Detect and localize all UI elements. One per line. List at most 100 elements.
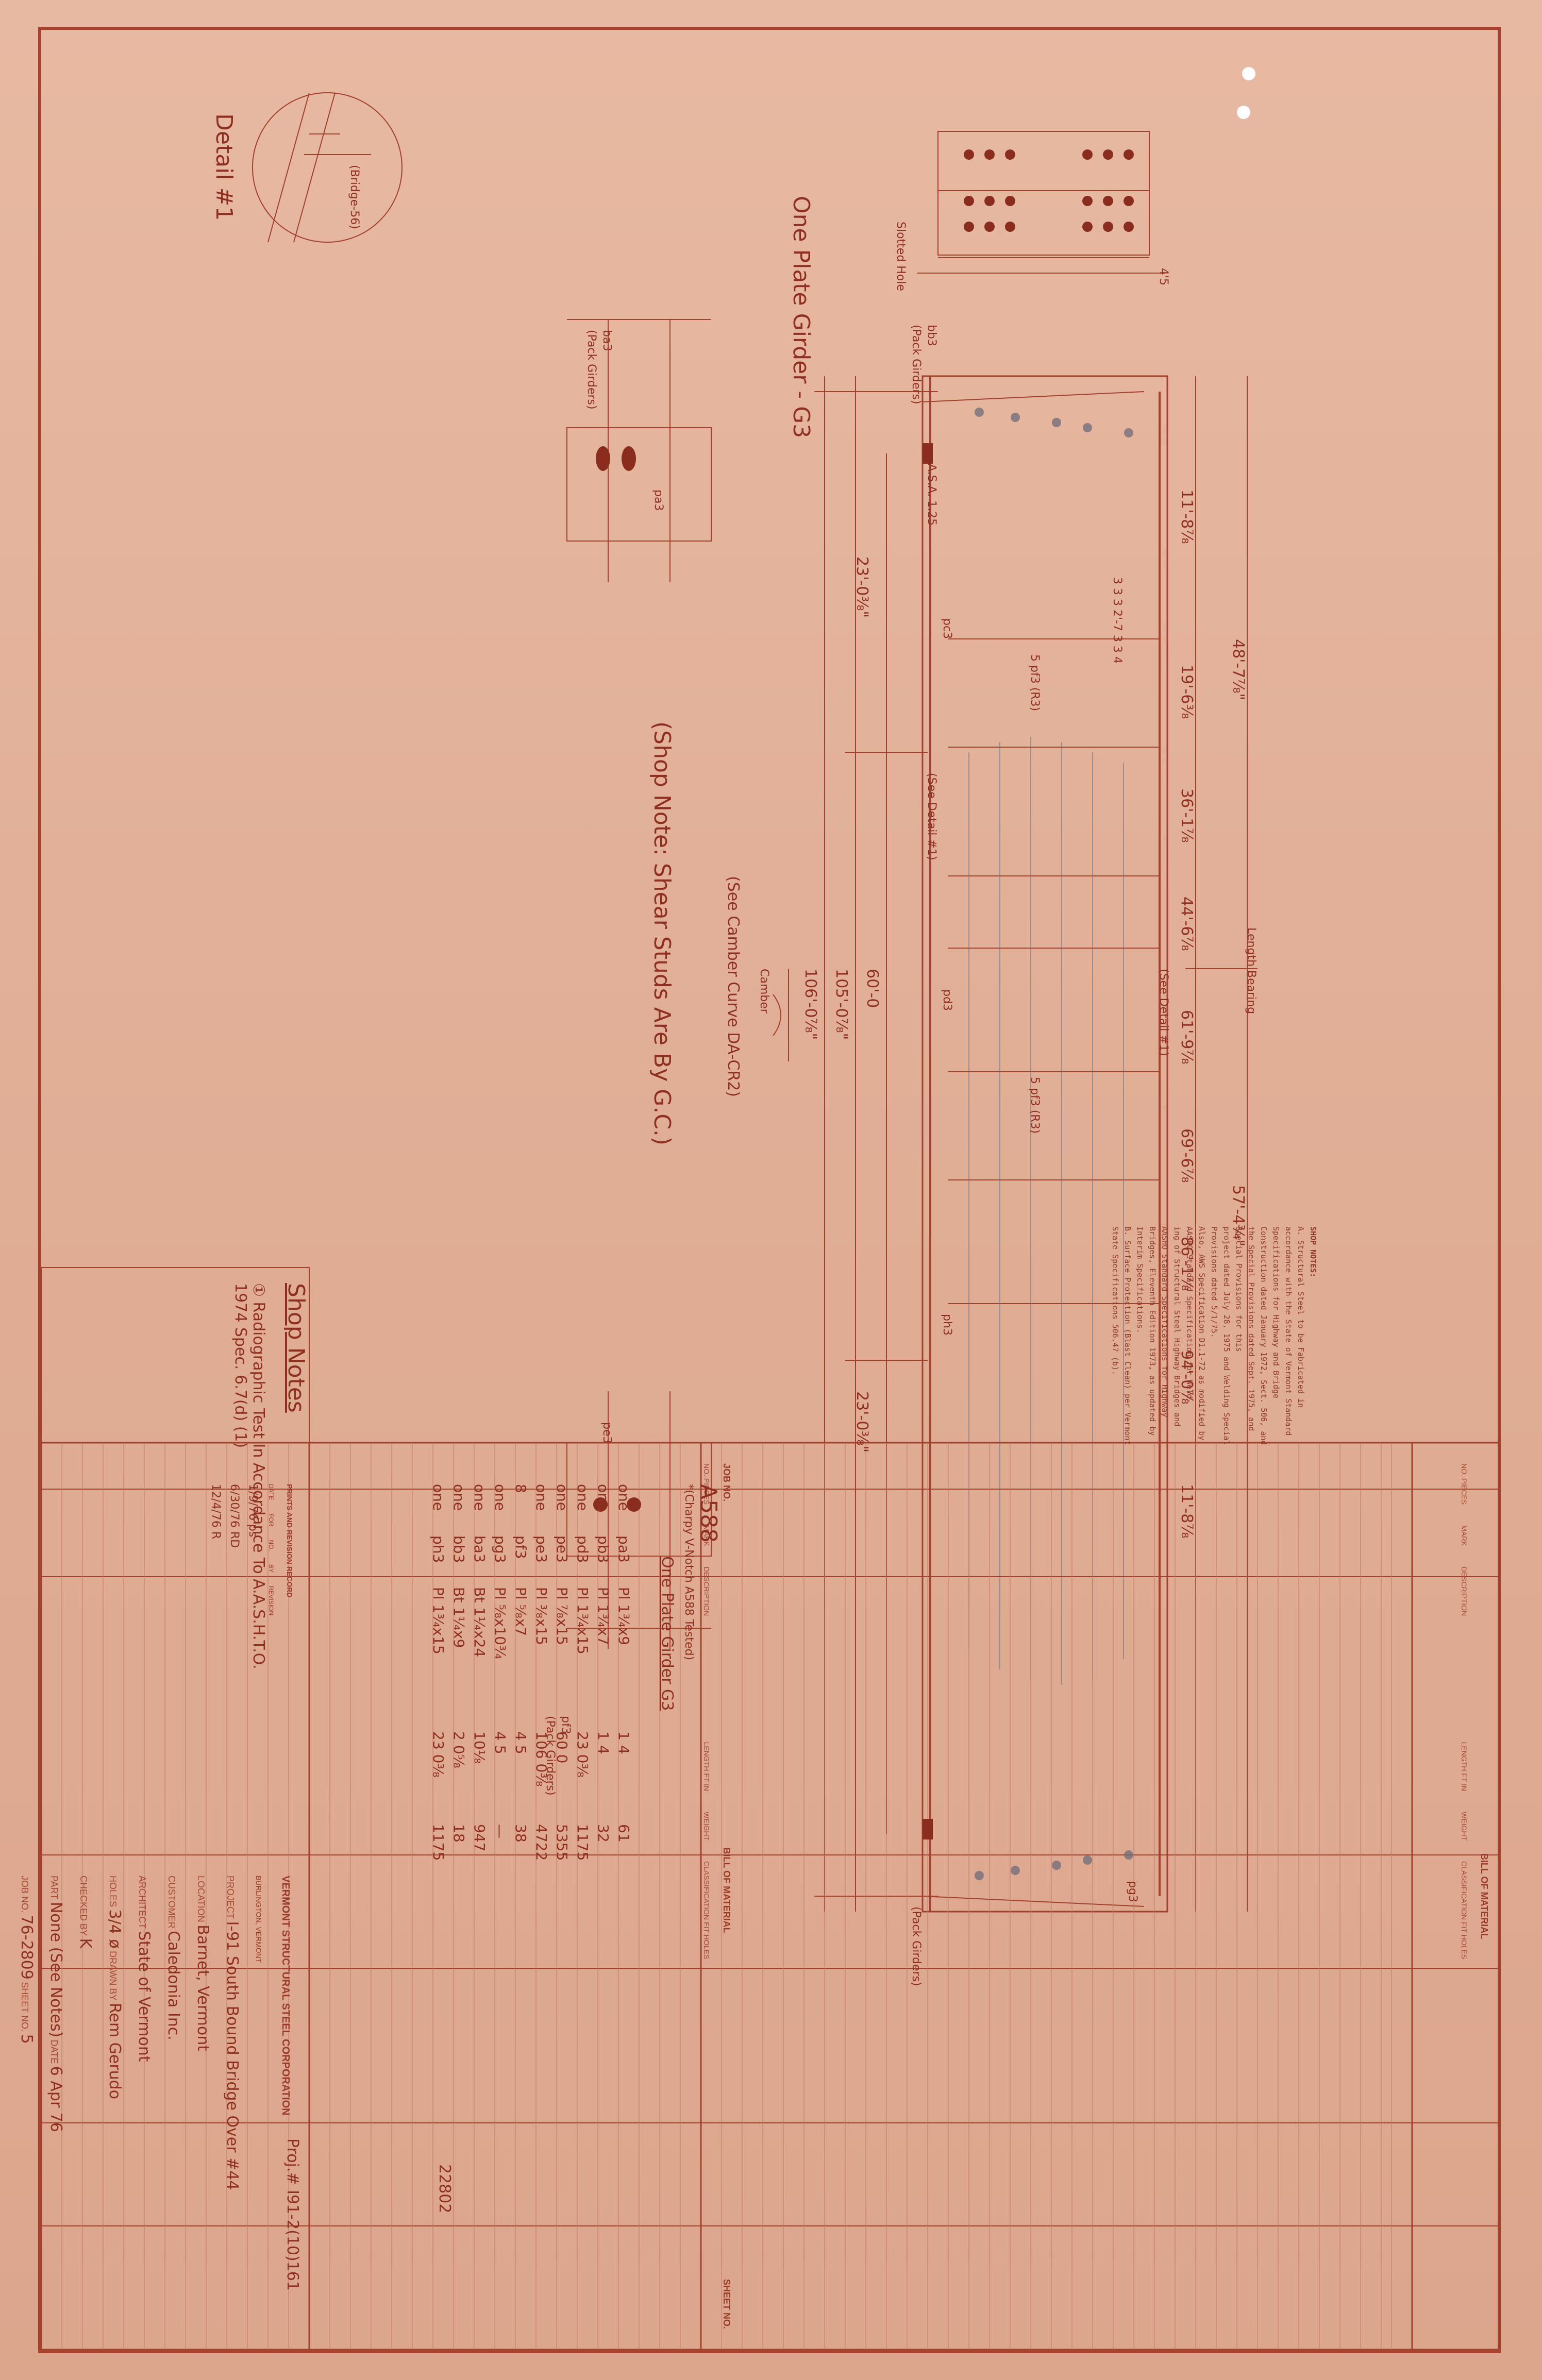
project-value: I-91 South Bound Bridge Over #44 — [223, 1921, 241, 2190]
location-value: Barnet, Vermont — [194, 1925, 212, 2052]
station-6: 69'-6⅞ — [1178, 1128, 1196, 1183]
project-label: PROJECT — [225, 1876, 236, 1919]
sheet-border — [38, 27, 1501, 2353]
title-block: VERMONT STRUCTURAL STEEL CORPORATION BUR… — [10, 1876, 299, 2190]
general-notes-header: SHOP NOTES: — [1309, 1226, 1318, 1278]
punch-hole-top — [1242, 67, 1255, 80]
mark-pc3: pc3 — [941, 618, 953, 639]
job-no-label: JOB NO. — [20, 1876, 30, 1913]
mark-bb3-bottom: (Pack Girders) — [910, 1906, 923, 1986]
holes-label: HOLES — [108, 1876, 118, 1908]
slotted-hole-note: Slotted Hole — [894, 222, 907, 291]
project-number: Proj.# I91-2(10)161 — [283, 2138, 301, 2291]
checked-by-value: K — [76, 1938, 94, 1949]
mark-ba3-note: (Pack Girders) — [585, 330, 598, 410]
general-notes-line: project dated July 28, 1975 and Welding … — [1210, 1226, 1231, 1445]
dim-overall: 106'-0⅞" — [801, 969, 819, 1040]
date-label: DATE — [49, 2039, 59, 2064]
bom-frame — [40, 1442, 1501, 2351]
asa-note: A.S.A. 1.25 — [925, 464, 938, 526]
girder-outline — [921, 375, 1168, 1913]
part-label: PART — [49, 1876, 59, 1900]
bom-total: 22802 — [435, 2164, 454, 2214]
date-value: 6 Apr 76 — [47, 2066, 65, 2132]
architect-value: State of Vermont — [135, 1931, 153, 2062]
general-notes-line: the Special Provisions dated Sept. 1975,… — [1234, 1226, 1256, 1431]
bom-sheet-no-label: SHEET NO. — [722, 2278, 732, 2329]
station-5: 61'-9⅞ — [1178, 1010, 1196, 1065]
dim-left-half: 48'-7⅞" — [1229, 639, 1247, 701]
general-notes-line: B. Surface Protection (Blast Clean) per … — [1111, 1226, 1132, 1445]
camber-label: Camber — [758, 969, 770, 1014]
revision-row: 6/30/76 RD — [228, 1484, 241, 1548]
architect-label: ARCHITECT — [137, 1876, 147, 1929]
detail-label: (Bridge-56) — [348, 165, 361, 229]
general-notes-line: Bridges, Eleventh Edition 1973, as updat… — [1135, 1226, 1157, 1436]
mark-ba3: ba3 — [600, 330, 613, 351]
length-bearing-label: Length Bearing — [1245, 927, 1258, 1015]
general-notes-line: Specifications for Highway and Bridge Co… — [1259, 1226, 1281, 1445]
bom-col-length: LENGTH FT IN — [702, 1742, 711, 1792]
stiffener-spacing: 3 3 3 2'-7 3 3 4 — [1111, 577, 1124, 664]
job-no-value: 76-2809 — [18, 1915, 36, 1980]
bom-assembly: One Plate Girder G3 — [658, 1556, 676, 1711]
section-detail-top — [566, 427, 712, 542]
bom-job-no-label: JOB NO. — [722, 1463, 732, 1502]
general-notes-line: A. Structural Steel to be Fabricated in … — [1284, 1226, 1305, 1436]
part-value: None (See Notes) — [47, 1901, 65, 2038]
holes-value: 3/4 ø — [106, 1909, 124, 1949]
mark-ph3: ph3 — [941, 1314, 953, 1336]
end-elevation — [937, 131, 1150, 256]
general-notes-line: Also, AWS Specification D1.1-72 as modif… — [1185, 1226, 1206, 1441]
dim-end-seg: 23'-0⅜" — [853, 556, 871, 618]
customer-label: CUSTOMER — [166, 1876, 177, 1929]
general-notes: SHOP NOTES: A. Structural Steel to be Fa… — [1109, 1226, 1319, 1449]
bom-col-weight: WEIGHT — [702, 1812, 711, 1841]
girder-title: One Plate Girder - G3 — [788, 196, 814, 438]
general-notes-line: ing of Structural Steel Highway Bridges … — [1160, 1226, 1182, 1427]
mark-pa3: pa3 — [652, 489, 665, 511]
dim-center: 60'-0 — [863, 969, 881, 1008]
dim-overall2: 105'-0⅞" — [832, 969, 850, 1040]
location-label: LOCATION — [196, 1876, 206, 1922]
see-detail-2: (See Detail #1) — [925, 773, 938, 860]
punch-hole-bottom — [1237, 106, 1250, 119]
bom-col-class: CLASSIFICATION FIT HOLES — [702, 1861, 711, 1960]
station-9: 11'-8⅞ — [1178, 1484, 1196, 1539]
bom-material-note: *(Charpy V-Notch A588 Tested) — [682, 1484, 695, 1661]
sheet-no-label: SHEET NO. — [20, 1982, 30, 2032]
station-4: 44'-6⅞ — [1178, 897, 1196, 951]
shear-studs-note: (Shop Note: Shear Studs Are By G.C.) — [649, 721, 675, 1146]
mark-pg3: pg3 — [1126, 1881, 1139, 1902]
revision-row: 1/9/76 ps — [246, 1484, 259, 1538]
revision-header: PRINTS AND REVISION RECORD — [286, 1484, 294, 1598]
mark-pd3: pd3 — [941, 989, 953, 1011]
drawn-by-value: Rem Gerudo — [106, 2002, 124, 2100]
drawn-by-label: DRAWN BY — [108, 1951, 118, 2001]
bom-right-header: BILL OF MATERIAL — [1479, 1853, 1489, 1939]
station-3: 36'-1⅞ — [1178, 788, 1196, 843]
bom-header: BILL OF MATERIAL — [722, 1847, 732, 1933]
end-dim: 4'5 — [1157, 268, 1170, 286]
mark-pe3: pe3 — [600, 1422, 613, 1444]
mark-bb3-note: (Pack Girders) — [910, 325, 923, 404]
sheet-no-value: 5 — [18, 2034, 36, 2044]
mark-bb3: bb3 — [925, 325, 938, 346]
bom-entries: A588 *(Charpy V-Notch A588 Tested) One P… — [658, 1484, 722, 1711]
